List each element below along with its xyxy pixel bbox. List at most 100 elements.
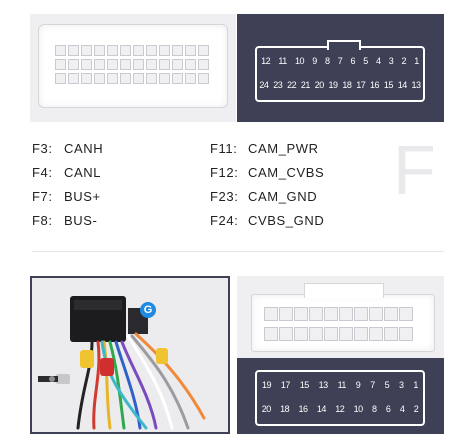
- connector-cell: [279, 307, 293, 321]
- connector-cell: [133, 45, 144, 56]
- connector-badge: G: [140, 302, 156, 318]
- pin-number: 13: [411, 80, 422, 90]
- connector-cell: [159, 73, 170, 84]
- pin-number: 18: [342, 80, 352, 90]
- bottom-connector-latch: [304, 283, 384, 298]
- pin-number: 4: [399, 404, 405, 414]
- pin-label: BUS+: [64, 189, 101, 204]
- pin-label: CVBS_GND: [248, 213, 325, 228]
- pin-number: 7: [370, 380, 375, 390]
- pin-number: 4: [375, 56, 381, 66]
- pin-entry: F8: BUS-: [32, 213, 97, 228]
- connector-cell: [94, 45, 105, 56]
- section-letter: F: [393, 131, 436, 209]
- connector-cell: [279, 327, 293, 341]
- connector-cell: [309, 307, 323, 321]
- pin-number: 6: [350, 56, 355, 66]
- pin-code: F4:: [32, 165, 53, 180]
- pin-number: 8: [372, 404, 377, 414]
- pin-number: 21: [300, 80, 311, 90]
- connector-cell: [55, 45, 66, 56]
- connector-cell: [107, 45, 118, 56]
- connector-cell: [120, 73, 131, 84]
- connector-cell: [185, 59, 196, 70]
- pin-number: 6: [385, 404, 391, 414]
- pin-number: 24: [259, 80, 269, 90]
- connector-cell: [55, 59, 66, 70]
- connector-cell: [81, 45, 92, 56]
- pin-number: 1: [414, 56, 419, 66]
- connector-cell: [68, 73, 79, 84]
- pin-number: 17: [280, 380, 291, 390]
- pin-number: 23: [273, 80, 283, 90]
- connector-cell: [107, 73, 118, 84]
- pin-number: 11: [337, 380, 347, 390]
- connector-cell: [339, 307, 353, 321]
- connector-cell: [146, 59, 157, 70]
- pin-code: F24:: [210, 213, 239, 228]
- connector-cell: [55, 73, 66, 84]
- pin-entry: F23: CAM_GND: [210, 189, 317, 204]
- pin-entry: F11:CAM_PWR: [210, 141, 319, 156]
- pin-label: CAM_GND: [248, 189, 318, 204]
- connector-cell: [81, 73, 92, 84]
- pin-number: 3: [399, 380, 404, 390]
- pin-number: 18: [280, 404, 290, 414]
- connector-cell: [133, 59, 144, 70]
- pin-code: F3:: [32, 141, 53, 156]
- connector-cell: [94, 59, 105, 70]
- pin-label: CAM_CVBS: [248, 165, 325, 180]
- pin-number: 8: [324, 56, 330, 66]
- pin-number: 3: [388, 56, 394, 66]
- pin-code: F8:: [32, 213, 53, 228]
- connector-cell: [120, 59, 131, 70]
- harness-photo-panel: G: [30, 276, 230, 434]
- pin-code: F23:: [210, 189, 239, 204]
- pin-number: 10: [294, 56, 305, 66]
- pin-number: 1: [413, 380, 418, 390]
- pin-entry: F4: CANL: [32, 165, 101, 180]
- pin-label: CAM_PWR: [248, 141, 319, 156]
- pin-number: 10: [353, 404, 364, 414]
- connector-cell: [172, 45, 183, 56]
- connector-pin-rows: [55, 45, 211, 89]
- pin-label: BUS-: [64, 213, 98, 228]
- pin-number: 14: [316, 404, 327, 414]
- connector-cell: [185, 73, 196, 84]
- top-connector-photo-panel: [30, 14, 236, 122]
- connector-cell: [81, 59, 92, 70]
- pin-label: CANL: [64, 165, 102, 180]
- pin-number: 7: [337, 56, 343, 66]
- connector-cell: [198, 59, 209, 70]
- connector-cell: [198, 73, 209, 84]
- wire-harness-illustration: [38, 296, 206, 430]
- connector-cell: [294, 327, 308, 341]
- connector-cell: [369, 307, 383, 321]
- pin-code: F12:: [210, 165, 239, 180]
- pin-number: 11: [278, 56, 287, 66]
- pin-number: 16: [370, 80, 380, 90]
- connector-cell: [324, 327, 338, 341]
- connector-cell: [384, 307, 398, 321]
- connector-cell: [146, 45, 157, 56]
- connector-cell: [159, 59, 170, 70]
- connector-cell: [369, 327, 383, 341]
- pin-number: 19: [261, 380, 272, 390]
- connector-cell: [339, 327, 353, 341]
- pin-entry: F12: CAM_CVBS: [210, 165, 324, 180]
- connector-cell: [185, 45, 196, 56]
- pin-number: 9: [312, 56, 317, 66]
- pin-entry: F7:BUS+: [32, 189, 101, 204]
- connector-cell: [324, 307, 338, 321]
- connector-cell: [384, 327, 398, 341]
- pin-number: 19: [328, 80, 339, 90]
- connector-cell: [172, 59, 183, 70]
- pin-entry: F3: CANH: [32, 141, 103, 156]
- pin-label: CANH: [64, 141, 104, 156]
- connector-cell: [264, 327, 278, 341]
- connector-cell: [354, 307, 368, 321]
